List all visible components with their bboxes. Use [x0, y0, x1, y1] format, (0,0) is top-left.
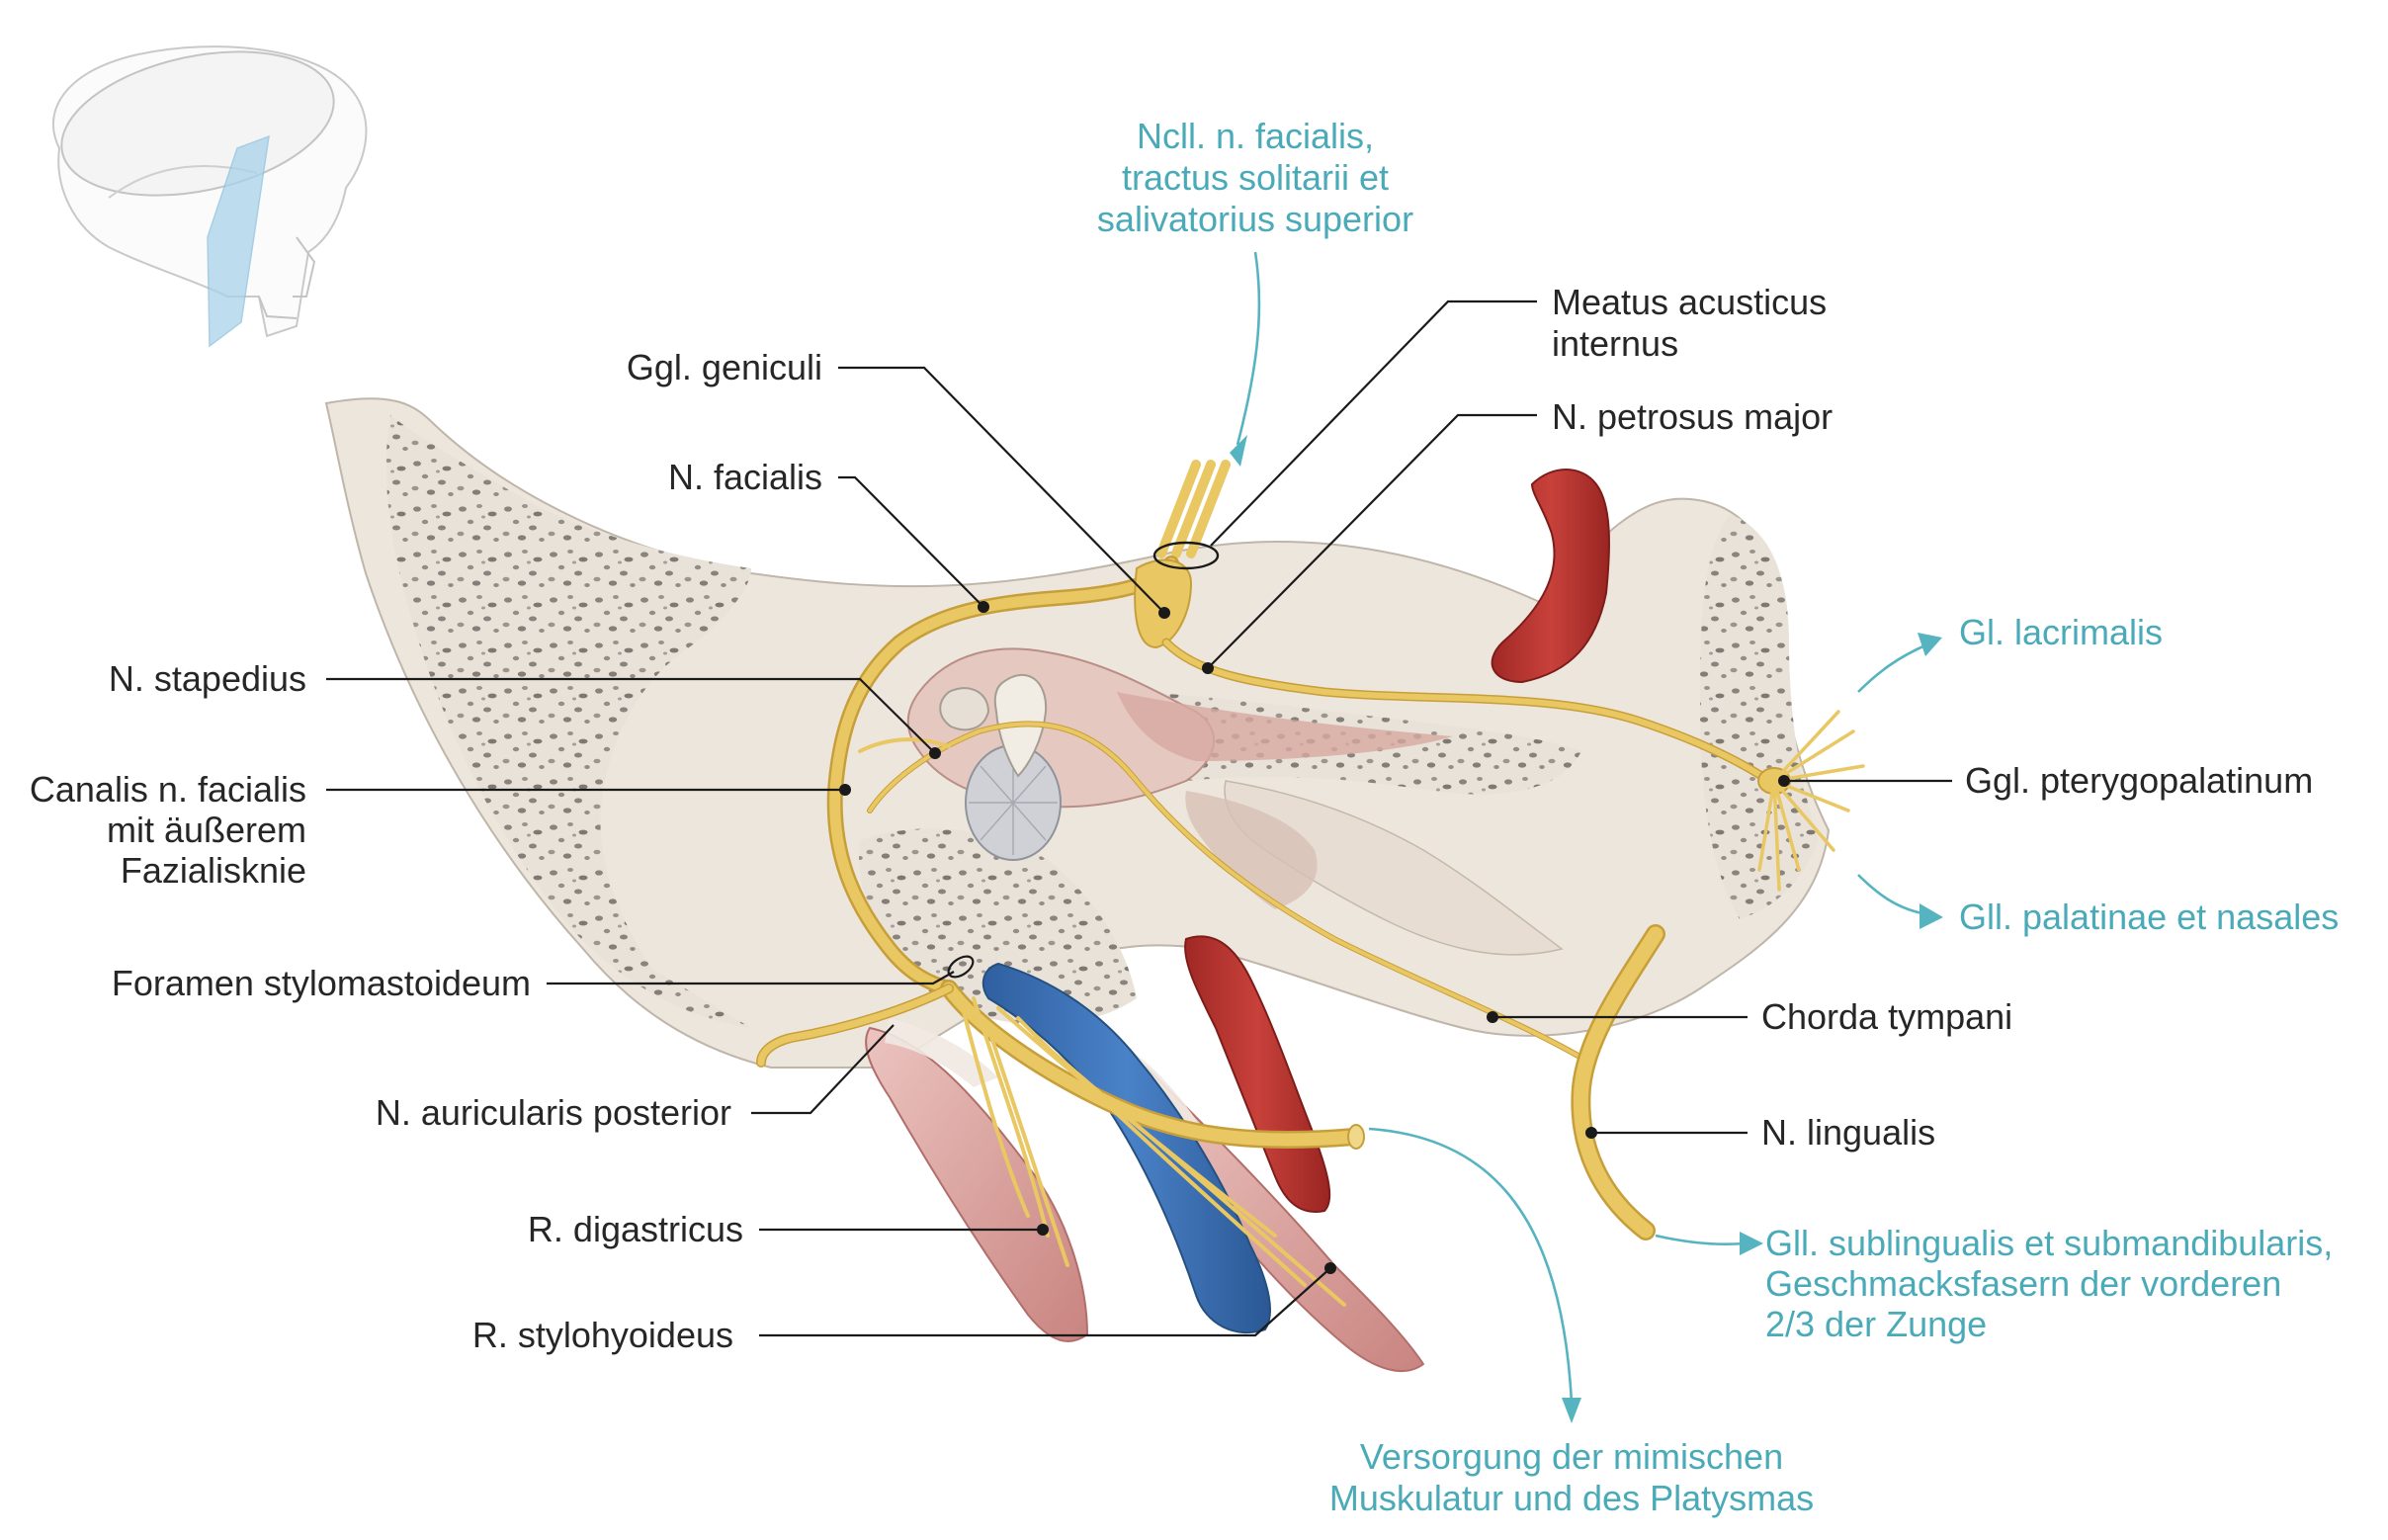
label-facialis: N. facialis [668, 457, 822, 497]
teal-arrows [1230, 251, 1943, 1423]
skull-orientation-icon [52, 45, 368, 348]
label-canalis-2: mit äußerem [107, 810, 306, 850]
label-mimisch-1: Versorgung der mimischen [1360, 1436, 1783, 1477]
label-lingualis: N. lingualis [1761, 1112, 1935, 1153]
label-pterygopalatinum: Ggl. pterygopalatinum [1965, 760, 2313, 801]
label-mimisch-2: Muskulatur und des Platysmas [1329, 1478, 1814, 1518]
label-auricularis: N. auricularis posterior [376, 1092, 731, 1133]
label-sublingualis-2: Geschmacksfasern der vorderen [1765, 1263, 2281, 1304]
label-meatus-2: internus [1552, 323, 1678, 364]
anatomy-illustration [324, 397, 1865, 1373]
label-petrosus: N. petrosus major [1552, 396, 1833, 437]
nerve-paths [756, 460, 1865, 1307]
label-stapedius: N. stapedius [109, 658, 306, 699]
label-nuclei-3: salivatorius superior [1097, 199, 1413, 239]
leader-lines [326, 299, 1952, 1337]
label-stylohyoideus: R. stylohyoideus [472, 1315, 733, 1355]
label-canalis-3: Fazialisknie [121, 850, 306, 891]
label-nuclei-1: Ncll. n. facialis, [1137, 116, 1374, 156]
label-palatinae: Gll. palatinae et nasales [1959, 897, 2339, 937]
label-meatus-1: Meatus acusticus [1552, 282, 1827, 322]
label-sublingualis-1: Gll. sublingualis et submandibularis, [1765, 1223, 2333, 1263]
label-digastricus: R. digastricus [528, 1209, 743, 1249]
labels: Ncll. n. facialis, tractus solitarii et … [30, 116, 2339, 1518]
label-nuclei-2: tractus solitarii et [1122, 157, 1389, 198]
label-lacrimalis: Gl. lacrimalis [1959, 612, 2163, 652]
label-canalis-1: Canalis n. facialis [30, 769, 306, 810]
label-sublingualis-3: 2/3 der Zunge [1765, 1304, 1987, 1344]
label-foramen: Foramen stylomastoideum [112, 963, 531, 1003]
label-geniculi: Ggl. geniculi [627, 347, 822, 387]
label-chorda: Chorda tympani [1761, 996, 2012, 1037]
